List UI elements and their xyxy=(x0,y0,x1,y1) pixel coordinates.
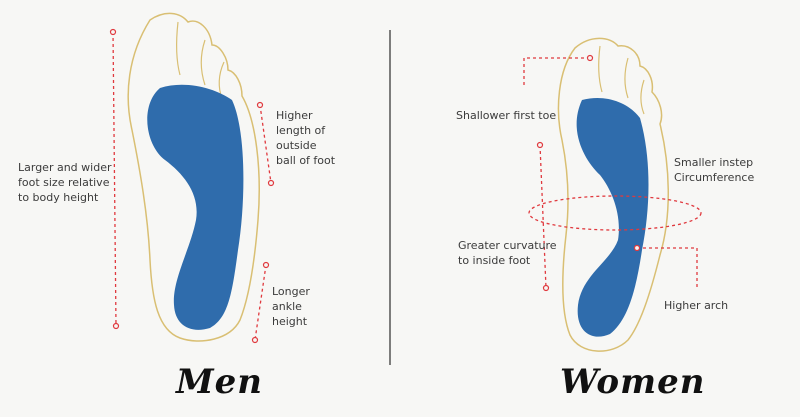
women-label-first-toe: Shallower first toe xyxy=(456,109,557,122)
men-size-line xyxy=(112,31,117,327)
women-toe-line-1 xyxy=(598,45,603,93)
men-label-ankle-height: Longer ankle height xyxy=(272,285,310,328)
women-foot-outline xyxy=(557,37,669,352)
men-measure-dots xyxy=(109,28,275,344)
men-foot xyxy=(127,12,260,342)
women-instep-ellipse xyxy=(528,195,702,231)
women-label-curvature: Greater curvature to inside foot xyxy=(458,239,557,267)
women-insole xyxy=(576,98,649,337)
women-title: Women xyxy=(560,362,706,402)
men-toe-line-3 xyxy=(218,61,225,99)
women-label-instep: Smaller instep Circumference xyxy=(674,156,755,184)
women-first-toe-line xyxy=(523,57,590,85)
men-foot-outline xyxy=(127,12,260,342)
men-measure-lines xyxy=(112,31,272,341)
men-insole xyxy=(147,84,244,330)
men-title: Men xyxy=(176,362,263,402)
men-outside-ball-line xyxy=(259,104,272,184)
men-ankle-line xyxy=(254,264,267,341)
women-arch-line xyxy=(637,247,698,290)
men-label-outside-ball: Higher length of outside ball of foot xyxy=(276,109,336,167)
men-toe-line-2 xyxy=(200,39,206,86)
women-toe-line-2 xyxy=(624,57,629,99)
women-measure-dots xyxy=(536,54,641,292)
women-measure-lines xyxy=(523,57,702,290)
men-toe-line-1 xyxy=(176,21,181,76)
women-toe-line-3 xyxy=(640,79,645,115)
women-label-arch: Higher arch xyxy=(664,299,729,312)
women-foot xyxy=(557,37,669,352)
men-label-foot-size: Larger and wider foot size relative to b… xyxy=(18,161,112,204)
